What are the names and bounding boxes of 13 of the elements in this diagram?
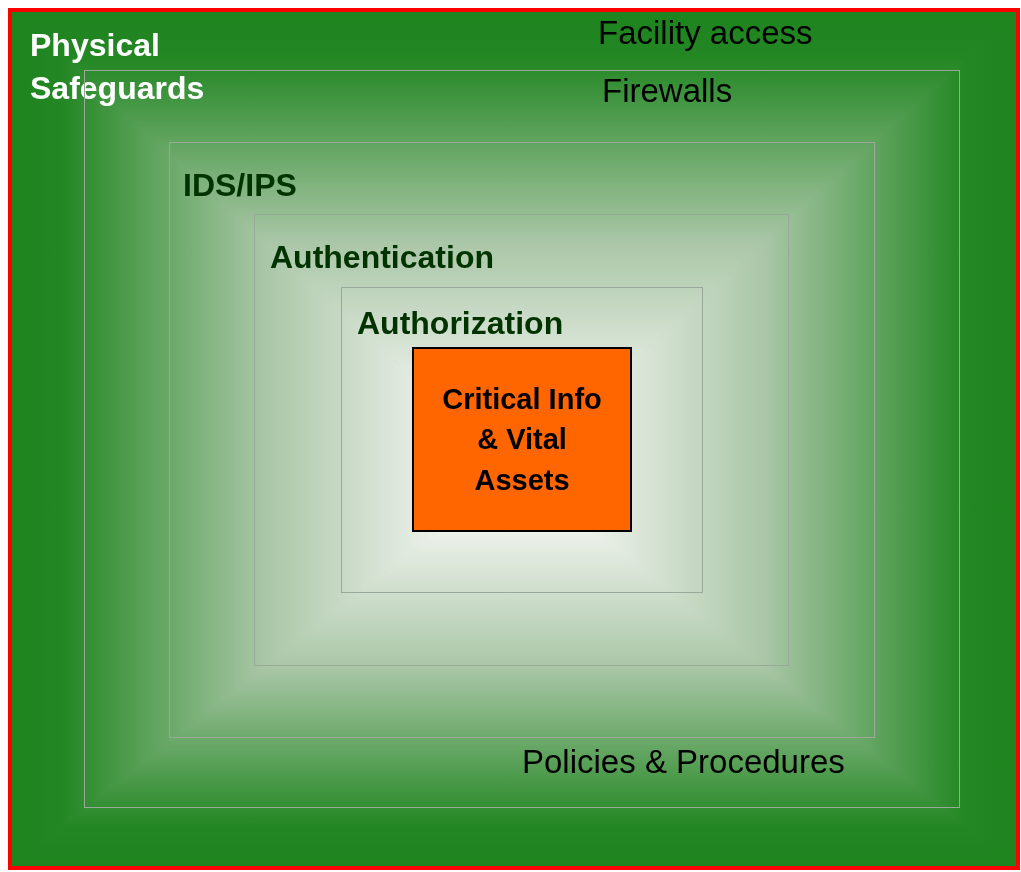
- layer-title: Physical Safeguards: [30, 26, 206, 109]
- layer-note: Firewalls: [602, 71, 733, 111]
- layer-note: Policies & Procedures: [522, 742, 845, 782]
- security-layer: [341, 287, 703, 593]
- core-box: [412, 347, 632, 532]
- core-label: Critical Info & Vital Assets: [441, 381, 603, 498]
- layer-title: Authorization: [357, 304, 564, 343]
- layer-note: Facility access: [598, 13, 813, 53]
- outer-zone: [8, 8, 1020, 870]
- layer-title: IDS/IPS: [183, 166, 297, 205]
- security-layer: [254, 214, 789, 666]
- security-layer: [169, 142, 875, 738]
- layer-title: Authentication: [270, 238, 494, 277]
